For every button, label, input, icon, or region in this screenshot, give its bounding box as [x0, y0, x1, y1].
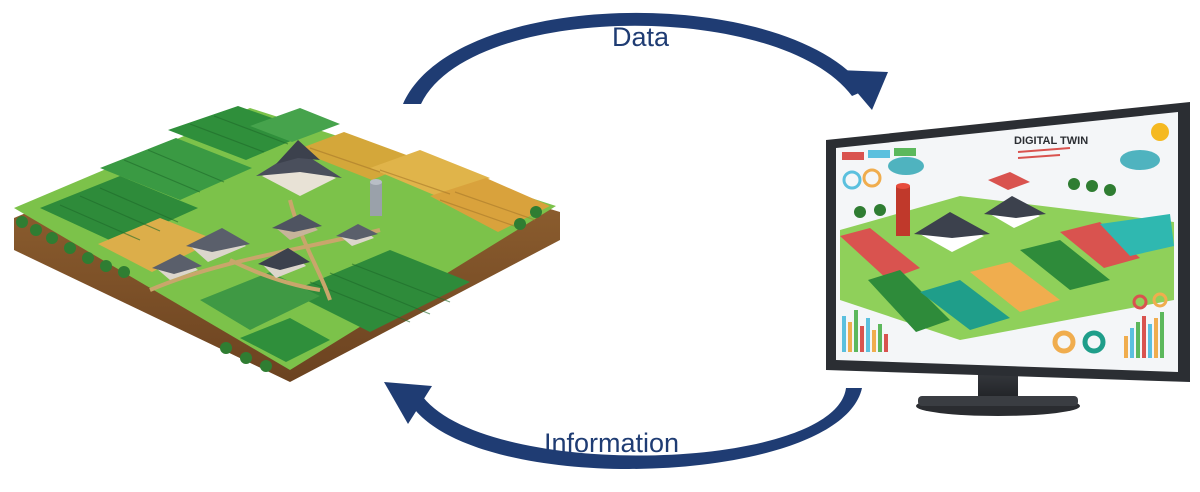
digital-twin-monitor: DIGITAL TWIN [826, 102, 1190, 416]
screen-bar-chart-right [1124, 312, 1164, 358]
screen-bar-chart-left [842, 310, 888, 352]
screen-donut-charts [1052, 292, 1168, 354]
screen-title: DIGITAL TWIN [1014, 135, 1088, 147]
information-label: Information [544, 428, 680, 458]
data-arrow [403, 12, 888, 110]
data-label: Data [612, 22, 670, 52]
information-arrow [384, 382, 862, 469]
farm-illustration [14, 106, 560, 382]
